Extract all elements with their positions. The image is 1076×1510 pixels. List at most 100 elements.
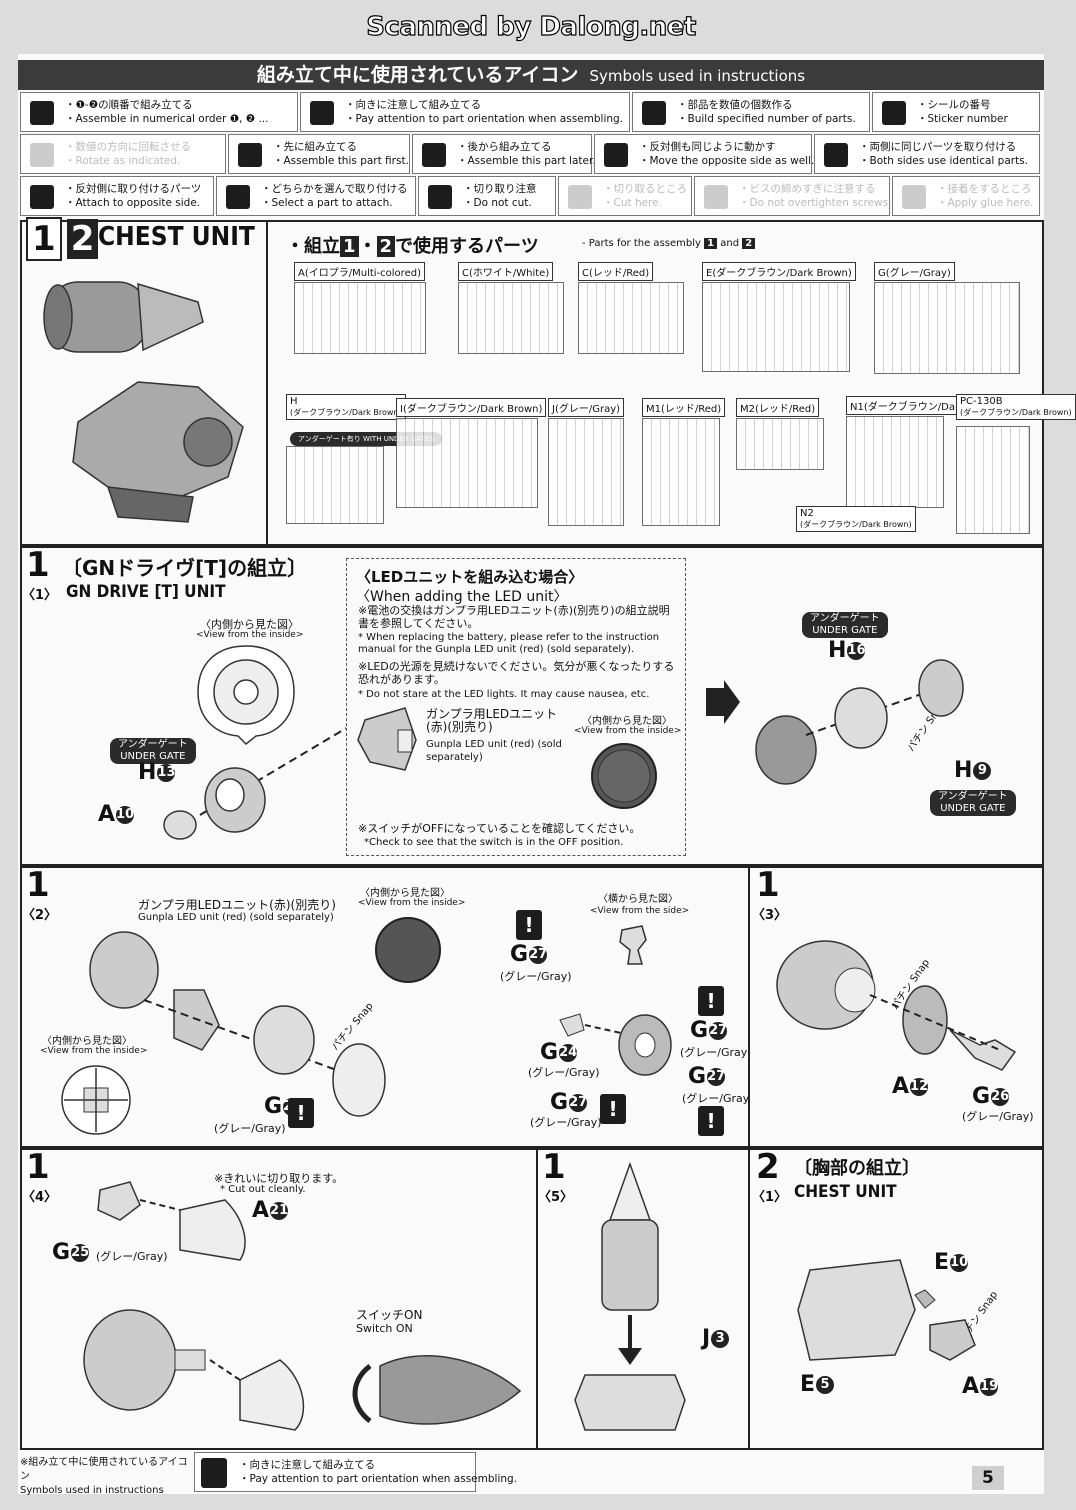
footer-legend-en: Symbols used in instructions <box>20 1485 164 1496</box>
step-1-2-led-jp: ガンプラ用LEDユニット(赤)(別売り) <box>138 898 336 912</box>
symbol-screw: ・ビスの締めすぎに注意する・Do not overtighten screws. <box>694 176 891 216</box>
step-1-1-under-gate-top: アンダーゲート UNDER GATE <box>802 612 888 638</box>
symbol-text-jp: ・両側に同じパーツを取り付ける <box>859 141 1017 153</box>
step-1-1-view-inside-en: <View from the inside> <box>196 630 304 640</box>
orientation-warning-icon-4: ! <box>698 986 724 1016</box>
part-a12-letter: A <box>892 1074 910 1099</box>
part-a12-label: A12 <box>892 1074 928 1099</box>
symbol-numbered-order: ・❶-❷の順番で組み立てる・Assemble in numerical orde… <box>20 92 298 132</box>
step-1-2-number: 1 <box>26 865 50 905</box>
opposite-side-icon <box>27 182 57 212</box>
legend-title-en: Symbols used in instructions <box>589 67 806 85</box>
led-switch-note-en: *Check to see that the switch is in the … <box>364 837 624 848</box>
step-1-4-note-jp: ※きれいに切り取ります。 <box>214 1172 344 1185</box>
step-1-4-note-en: * Cut out cleanly. <box>220 1184 306 1195</box>
led-inside-view <box>591 743 657 809</box>
assemble-later-icon <box>419 140 449 170</box>
symbol-text-jp: ・数値の方向に回転させる <box>65 141 191 153</box>
exclamation-icon <box>307 98 337 128</box>
parts-heading-en-num2: 2 <box>742 238 756 249</box>
step-1-1-title-en: GN DRIVE [T] UNIT <box>66 582 226 602</box>
parts-heading-num2: 2 <box>376 236 396 257</box>
runner-sprue <box>736 418 824 470</box>
part-g25-letter: G <box>52 1240 71 1265</box>
runner-label: C(ホワイト/White) <box>458 262 554 281</box>
part-g27-label-4: G27 <box>688 1064 725 1089</box>
runner-sprue <box>396 418 538 508</box>
part-g26-color: (グレー/Gray) <box>962 1110 1034 1123</box>
led-switch-note-jp: ※スイッチがOFFになっていることを確認してください。 <box>358 822 641 835</box>
symbol-text-en: ・Assemble in numerical order ❶, ❷ ... <box>65 113 269 125</box>
cut-here-icon <box>565 182 595 212</box>
part-g27-label-1: G27 <box>510 942 547 967</box>
runner-label: M1(レッド/Red) <box>642 398 726 417</box>
led-note2-en: * Do not stare at the LED lights. It may… <box>358 689 650 700</box>
parts-heading-en-num1: 1 <box>704 238 718 249</box>
parts-heading-en-and: and <box>720 238 740 249</box>
under-gate-top-jp: アンダーゲート <box>810 613 880 624</box>
part-g25-color: (グレー/Gray) <box>96 1250 168 1263</box>
runner-label: I(ダークブラウン/Dark Brown) <box>396 398 547 417</box>
step-1-5-number: 1 <box>542 1147 566 1187</box>
runner-sublabel: (ダークブラウン/Dark Brown) <box>800 520 912 529</box>
symbol-text-jp: ・どちらかを選んで取り付ける <box>261 183 408 195</box>
part-g26-letter: G <box>972 1084 991 1109</box>
part-h16-letter: H <box>828 638 847 663</box>
part-g27-label-2: G27 <box>550 1090 587 1115</box>
part-h16-label: H16 <box>828 638 866 663</box>
runner-sprue <box>846 416 944 508</box>
symbol-text-en: ・Move the opposite side as well. <box>639 155 815 167</box>
symbol-text-en: ・Apply glue here. <box>937 197 1034 209</box>
symbol-text-jp: ・切り取るところ <box>603 183 687 195</box>
part-g27-color-1: (グレー/Gray) <box>500 970 572 983</box>
symbol-text-en: ・Assemble this part first. <box>273 155 409 167</box>
step-number-2: 2 <box>66 219 99 259</box>
runner-sprue <box>286 446 384 524</box>
led-unit-label-en: Gunpla LED unit (red) (sold separately) <box>426 739 562 763</box>
led-unit-drawing <box>357 707 417 771</box>
runner-sprue <box>458 282 564 354</box>
step-2-1-number: 2 <box>756 1147 780 1187</box>
step-2-1-title-jp: 〔胸部の組立〕 <box>794 1158 920 1179</box>
footer-symbol-jp: ・向きに注意して組み立てる <box>239 1459 376 1471</box>
symbol-both-sides: ・両側に同じパーツを取り付ける・Both sides use identical… <box>814 134 1040 174</box>
step-1-3-sub: 〈3〉 <box>752 908 788 923</box>
step-1-1-under-gate-left: アンダーゲート UNDER GATE <box>110 738 196 764</box>
step-1-2-side-view <box>619 925 647 965</box>
symbol-text-jp: ・部品を数値の個数作る <box>677 99 793 111</box>
part-g23-letter: G <box>264 1094 283 1119</box>
led-unit-label-jp: ガンプラ用LEDユニット(赤)(別売り) <box>426 707 558 734</box>
symbol-select-part: ・どちらかを選んで取り付ける・Select a part to attach. <box>216 176 416 216</box>
part-g27-number-4: 27 <box>707 1068 726 1086</box>
orientation-warning-icon-2: ! <box>516 910 542 940</box>
part-g24-label: G24 <box>540 1040 577 1065</box>
runner-sprue <box>548 418 624 526</box>
parts-divider <box>266 220 268 544</box>
step-1-1-sub: 〈1〉 <box>22 588 58 603</box>
legend-header: 組み立て中に使用されているアイコン Symbols used in instru… <box>18 60 1044 90</box>
under-gate-top-en: UNDER GATE <box>812 625 878 636</box>
step-1-2-panel <box>20 866 752 1148</box>
part-a10-label: A10 <box>98 802 134 827</box>
step-1-4-sub: 〈4〉 <box>22 1190 58 1205</box>
step-1-2-drawing <box>89 931 386 1117</box>
step-1-5-sub: 〈5〉 <box>538 1190 574 1205</box>
step-2-1-sub: 〈1〉 <box>752 1190 788 1205</box>
parts-heading-en: - Parts for the assembly 1 and 2 <box>582 238 756 249</box>
part-a19-label: A19 <box>962 1374 998 1399</box>
step-1-2-inside-view-1 <box>61 1065 131 1135</box>
part-g26-number: 26 <box>991 1088 1010 1106</box>
symbol-text-jp: ・反対側も同じように動かす <box>639 141 776 153</box>
exclamation-icon <box>201 1458 231 1488</box>
parts-heading-suffix: で使用するパーツ <box>395 236 539 257</box>
step-1-2-view-inside-jp-1: 〈内側から見た図〉 <box>42 1036 132 1047</box>
step-1-1-inside-view <box>197 645 295 746</box>
runner-label: E(ダークブラウン/Dark Brown) <box>702 262 856 281</box>
part-a21-letter: A <box>252 1198 270 1223</box>
symbol-text-en: ・Do not cut. <box>463 197 532 209</box>
assemble-first-icon <box>235 140 265 170</box>
chest-unit-illustration <box>43 281 244 523</box>
symbol-assemble-later: ・後から組み立てる・Assemble this part later. <box>412 134 596 174</box>
